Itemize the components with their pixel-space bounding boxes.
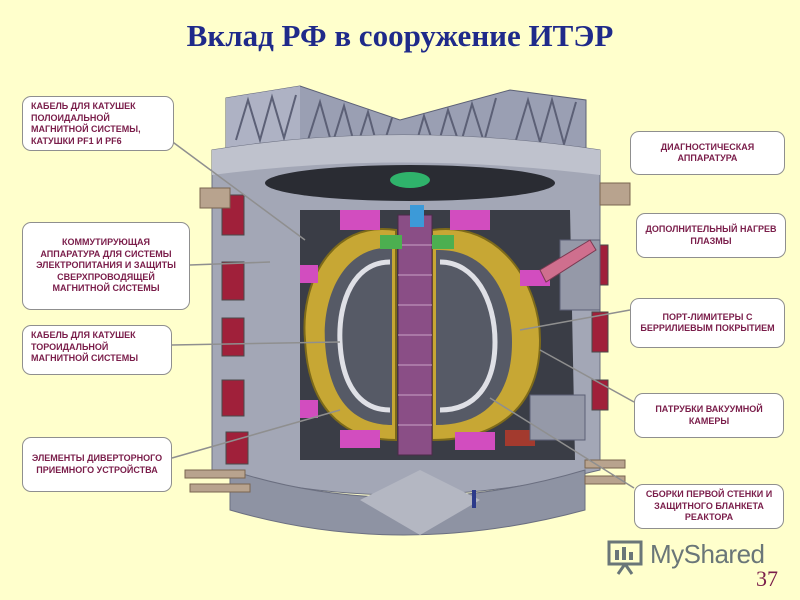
tf-coils	[303, 227, 542, 442]
callout-tf-cable: КАБЕЛЬ ДЛЯ КАТУШЕК ТОРОИДАЛЬНОЙ МАГНИТНО…	[22, 325, 172, 375]
page-number: 37	[756, 566, 778, 591]
callout-divertor: ЭЛЕМЕНТЫ ДИВЕРТОРНОГО ПРИЕМНОГО УСТРОЙСТ…	[22, 437, 172, 492]
callout-diagnostics: ДИАГНОСТИЧЕСКАЯ АППАРАТУРА	[630, 131, 785, 175]
callout-first-wall: СБОРКИ ПЕРВОЙ СТЕНКИ И ЗАЩИТНОГО БЛАНКЕТ…	[634, 484, 784, 529]
callout-plasma-heating: ДОПОЛНИТЕЛЬНЫЙ НАГРЕВ ПЛАЗМЫ	[636, 213, 786, 258]
callout-port-limiters: ПОРТ-ЛИМИТЕРЫ С БЕРРИЛИЕВЫМ ПОКРЫТИЕМ	[630, 298, 785, 348]
central-solenoid	[397, 214, 433, 456]
slide-title: Вклад РФ в сооружение ИТЭР	[186, 18, 614, 53]
callout-pf-cable: КАБЕЛЬ ДЛЯ КАТУШЕК ПОЛОИДАЛЬНОЙ МАГНИТНО…	[22, 96, 174, 151]
person-scale-figure	[472, 490, 476, 508]
callout-vacuum-nozzles: ПАТРУБКИ ВАКУУМНОЙ КАМЕРЫ	[634, 393, 784, 438]
myshared-watermark: MyShared	[606, 536, 766, 576]
presentation-board-icon	[607, 540, 643, 575]
callout-switching-equipment: КОММУТИРУЮЩАЯ АППАРАТУРА ДЛЯ СИСТЕМЫ ЭЛЕ…	[22, 222, 190, 310]
watermark-text: MyShared	[650, 539, 765, 569]
